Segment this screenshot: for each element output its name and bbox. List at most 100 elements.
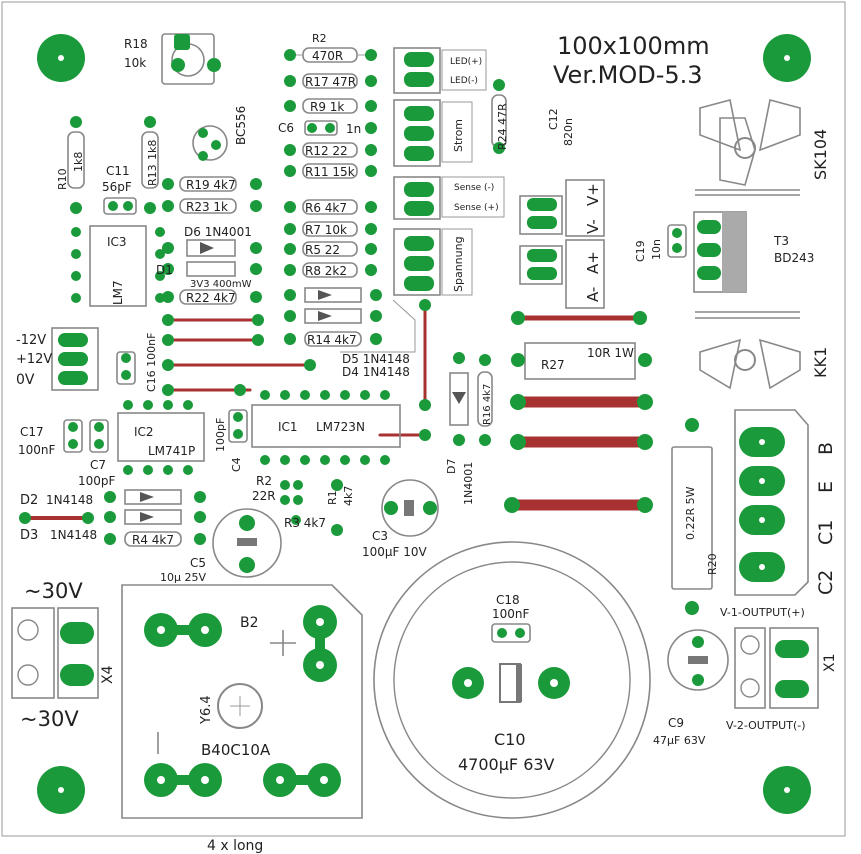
diodes-d4-d5: R14 4k7 D5 1N4148 D4 1N4148 (284, 287, 416, 379)
resistor-r4: R4 4k7 (104, 531, 206, 547)
c19-label: C19 (634, 240, 647, 262)
ic1-label: IC1 (278, 420, 298, 434)
d1-label: D1 (156, 263, 173, 277)
trimmer-r18: R18 10k (124, 33, 221, 85)
c19-value: 10n (650, 239, 663, 260)
v2-output-label: V-2-OUTPUT(-) (726, 719, 806, 732)
r11-value: R11 15k (305, 165, 355, 179)
d2-value: 1N4148 (46, 493, 93, 507)
r16-value: R16 4k7 (482, 384, 493, 425)
aplus-label: A+ (584, 251, 602, 274)
resistor-r23: R23 1k (162, 198, 262, 214)
d6-value: D6 1N4001 (184, 225, 252, 239)
c12-value: 820n (562, 118, 575, 146)
mounting-hole-top-right (763, 34, 811, 82)
c6-label: C6 (278, 121, 294, 135)
r4-value: R4 4k7 (132, 533, 174, 547)
resistor-r19: R19 4k7 (162, 176, 262, 192)
b2-pad-tl (144, 613, 222, 647)
c17-label: C17 (20, 425, 44, 439)
mounting-hole-top-left (37, 34, 85, 82)
led-minus-label: LED(-) (450, 76, 478, 86)
d1-value: 3V3 400mW (190, 279, 252, 290)
r9-value: R9 1k (310, 100, 344, 114)
lm723-label: LM723N (316, 420, 365, 434)
c10-label: C10 (494, 730, 526, 749)
c4-value: 100pF (214, 418, 227, 452)
d7-value: 1N4001 (462, 462, 475, 505)
transistor-bc556: BC556 (192, 106, 248, 161)
led-plus-label: LED(+) (450, 57, 482, 67)
capacitor-c18: C18 100nF (491, 593, 531, 643)
pin-e-label: E (815, 481, 837, 493)
heatsink-sk104: SK104 KK1 T3 BD243 (693, 99, 830, 390)
jumper-pads-left (162, 314, 316, 396)
r24-value: R24 47R (496, 103, 509, 150)
minus12v-label: -12V (16, 333, 46, 348)
diode-d1: D1 3V3 400mW (156, 261, 262, 290)
board-outline (1, 1, 846, 837)
v1-output-label: V-1-OUTPUT(+) (720, 606, 805, 619)
sk104-label: SK104 (811, 129, 830, 180)
capacitor-c9: C9 47µF 63V (653, 629, 729, 747)
d3-label: D3 (20, 528, 38, 543)
d3-value: 1N4148 (50, 528, 97, 542)
resistor-r10: R10 1k8 (56, 116, 85, 214)
c18-value: 100nF (492, 607, 530, 621)
r5-value: R5 22 (305, 243, 340, 257)
capacitor-c7: C7 100pF (78, 419, 116, 488)
spannung-label: Spannung (452, 236, 465, 292)
pin-c1-label: C1 (815, 520, 837, 545)
ic1-lm723: IC1 LM723N (251, 390, 401, 465)
aminus-label: A- (584, 287, 602, 302)
r18-value: 10k (124, 56, 146, 70)
r2-value: 470R (312, 49, 343, 63)
c18-label: C18 (496, 593, 520, 607)
r27-value: 10R 1W (587, 346, 634, 360)
d2-label: D2 (20, 493, 38, 508)
r20-value: 0.22R 5W (684, 486, 697, 540)
r23-value: R23 1k (186, 200, 228, 214)
resistor-r2b: R2 22R R3 4k7 (252, 474, 326, 530)
r8-value: R8 2k2 (305, 264, 347, 278)
b2-pad-tr (303, 605, 337, 682)
c7-value: 100pF (78, 474, 116, 488)
x1-label: X1 (822, 654, 838, 673)
strom-label: Strom (452, 119, 465, 152)
r2b-value: 22R (252, 489, 276, 503)
kk1-label: KK1 (811, 347, 830, 378)
pin-c2-label: C2 (815, 570, 837, 595)
vminus-label: V- (584, 219, 602, 234)
c11-label: C11 (106, 164, 130, 178)
lm7-label: LM7 (111, 280, 125, 305)
resistor-r24: R24 47R (491, 79, 509, 154)
capacitor-c3: C3 100µF 10V (362, 479, 439, 559)
c10-value: 4700µF 63V (458, 755, 555, 774)
capacitor-c10: C10 4700µF 63V (373, 541, 651, 819)
c11-value: 56pF (102, 180, 132, 194)
zero-v-label: 0V (16, 372, 35, 388)
diode-d6: D6 1N4001 (162, 225, 262, 257)
b2-pad-br (263, 763, 341, 797)
r12-value: R12 22 (305, 144, 348, 158)
board-title: 100x100mm (557, 32, 710, 60)
c12-label: C12 (547, 108, 560, 130)
r20-label: R20 (706, 553, 719, 575)
x4-label: X4 (100, 665, 116, 684)
trace-group (23, 303, 651, 520)
diode-d3: D3 1N4148 (19, 509, 206, 543)
r18-label: R18 (124, 37, 148, 51)
resistor-r22: R22 4k7 (162, 289, 262, 305)
capacitor-c17: C17 100nF (18, 419, 83, 457)
r1-value: 4k7 (342, 486, 355, 506)
r19-value: R19 4k7 (186, 178, 236, 192)
d7-label: D7 (445, 459, 458, 474)
b2-pad-bl (144, 763, 222, 797)
c3-value: 100µF 10V (362, 545, 428, 559)
capacitor-c16: C16 100nF (116, 333, 158, 392)
connector-current-meter: A- A+ (519, 239, 605, 309)
c5-value: 10µ 25V (160, 571, 206, 584)
r3-value: R3 4k7 (284, 516, 326, 530)
resistor-column-top: R2 470R R17 47R R9 1k C6 1n R12 22 R11 1… (278, 32, 377, 278)
